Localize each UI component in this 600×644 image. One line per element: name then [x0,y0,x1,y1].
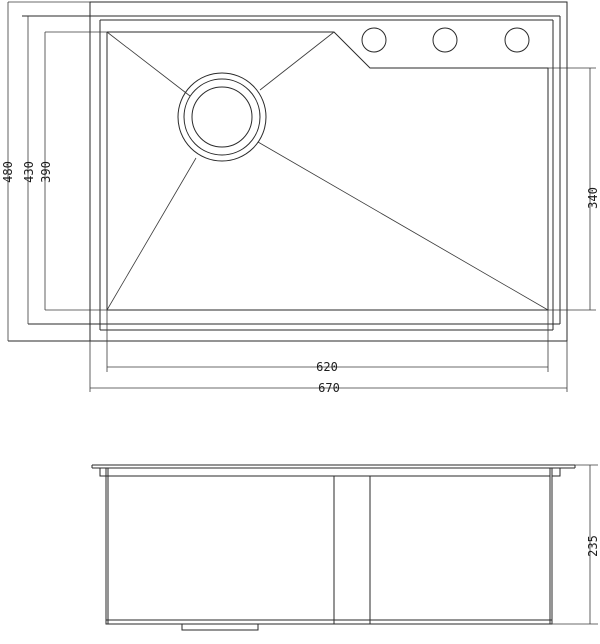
left-clip [99,468,108,477]
dim-label-480: 480 [1,161,15,183]
dim-label-430: 430 [22,161,36,183]
right-clip [552,468,561,477]
outer-frame [89,1,568,342]
drain-tab [181,624,259,631]
dim-label-390: 390 [39,161,53,183]
faucet-hole-1 [361,27,387,53]
side-view: 235 [91,464,600,631]
faucet-hole-2 [432,27,458,53]
slope-line-3 [257,141,549,311]
dim-label-340: 340 [586,187,600,209]
dim-label-620: 620 [316,360,338,374]
drain-mid-ring [183,78,261,156]
slope-line-2 [259,31,335,91]
bowl-body [105,467,553,625]
drain-inner-ring [191,86,253,148]
faucet-hole-3 [504,27,530,53]
drain-outer-ring [177,72,267,162]
slope-line-4 [106,157,197,311]
dim-label-670: 670 [318,381,340,395]
dim-label-235: 235 [586,535,600,557]
top-view: 480 430 390 340 620 670 [1,1,600,395]
slope-line-1 [106,31,191,97]
bowl-outline [106,31,549,311]
